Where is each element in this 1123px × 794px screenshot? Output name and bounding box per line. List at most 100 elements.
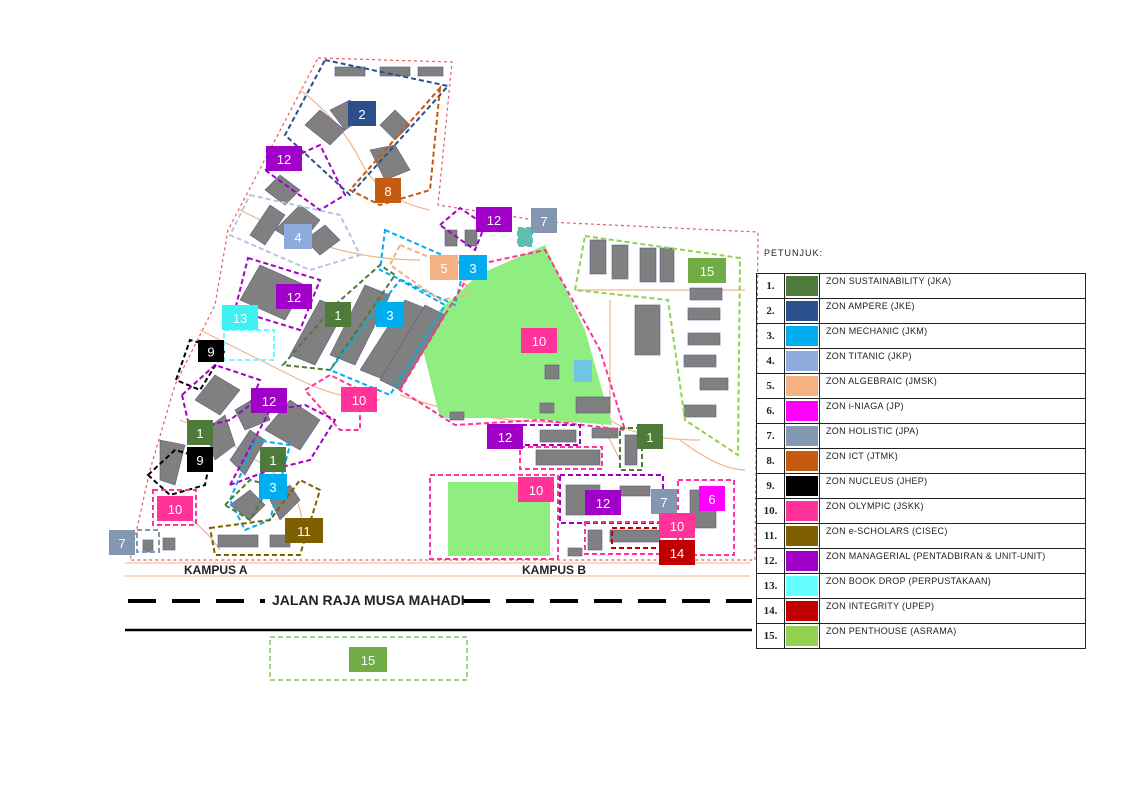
legend-number: 4. (756, 348, 785, 374)
legend-row: 2.ZON AMPERE (JKE) (756, 298, 1086, 324)
zone-marker-label: 15 (361, 653, 375, 668)
zone-marker-2: 2 (348, 101, 376, 126)
legend-row: 13. ZON BOOK DROP (PERPUSTAKAAN) (756, 573, 1086, 599)
zone-marker-box (375, 178, 401, 203)
legend-swatch (784, 373, 820, 399)
zone-marker-10: 10 (518, 477, 554, 502)
legend-zone-name: ZON OLYMPIC (JSKK) (819, 498, 1086, 524)
zone-marker-label: 12 (498, 430, 512, 445)
zone-marker-label: 3 (269, 480, 276, 495)
legend-zone-name: ZON ALGEBRAIC (JMSK) (819, 373, 1086, 399)
legend-zone-name: ZON BOOK DROP (PERPUSTAKAAN) (819, 573, 1086, 599)
zone-marker-box (521, 328, 557, 353)
zone-marker-box (487, 424, 523, 449)
zone-marker-7: 7 (531, 208, 557, 233)
kampus-b-label: KAMPUS B (522, 563, 586, 577)
zone-marker-1: 1 (187, 420, 213, 445)
zone-marker-label: 5 (440, 261, 447, 276)
legend-number: 5. (756, 373, 785, 399)
zone-marker-box (659, 513, 695, 538)
zone-marker-box (688, 258, 726, 283)
zone-marker-label: 10 (532, 334, 546, 349)
zone-marker-11: 11 (285, 518, 323, 543)
zone-marker-box (585, 490, 621, 515)
zone-marker-label: 9 (196, 453, 203, 468)
legend-zone-name: ZON ICT (JTMK) (819, 448, 1086, 474)
zone-marker-12: 12 (251, 388, 287, 413)
legend-row: 15.ZON PENTHOUSE (ASRAMA) (756, 623, 1086, 649)
zone-marker-box (531, 208, 557, 233)
legend-number: 9. (756, 473, 785, 499)
legend-number: 8. (756, 448, 785, 474)
legend-table: 1.ZON SUSTAINABILITY (JKA)2.ZON AMPERE (… (756, 273, 1086, 649)
legend-number: 15. (756, 623, 785, 649)
zone-marker-box (659, 540, 695, 565)
zone-marker-box (187, 420, 213, 445)
legend-zone-name: ZON AMPERE (JKE) (819, 298, 1086, 324)
legend-swatch (784, 598, 820, 624)
zone-marker-5: 5 (430, 255, 458, 280)
zone-marker-box (349, 647, 387, 672)
legend-title: PETUNJUK: (764, 248, 824, 258)
legend-number: 11. (756, 523, 785, 549)
zone-marker-box (157, 496, 193, 521)
zone-marker-label: 1 (196, 426, 203, 441)
legend-zone-name: ZON TITANIC (JKP) (819, 348, 1086, 374)
zone-marker-box (251, 388, 287, 413)
zone-marker-box (459, 255, 487, 280)
legend-row: 4. ZON TITANIC (JKP) (756, 348, 1086, 374)
legend-number: 10. (756, 498, 785, 524)
zone-marker-label: 13 (233, 311, 247, 326)
zone-marker-box (341, 387, 377, 412)
legend-zone-name: ZON SUSTAINABILITY (JKA) (819, 273, 1086, 299)
legend-row: 12.ZON MANAGERIAL (PENTADBIRAN & UNIT-UN… (756, 548, 1086, 574)
legend-row: 1.ZON SUSTAINABILITY (JKA) (756, 273, 1086, 299)
legend-swatch (784, 523, 820, 549)
central-field (418, 245, 612, 425)
campus-boundary (129, 57, 759, 561)
zone-marker-3: 3 (259, 474, 287, 499)
zone-marker-12: 12 (266, 146, 302, 171)
zone-marker-box (187, 447, 213, 472)
legend-zone-name: ZON INTEGRITY (UPEP) (819, 598, 1086, 624)
legend-swatch (784, 273, 820, 299)
legend-swatch (784, 498, 820, 524)
zone-marker-box (651, 489, 677, 514)
legend-number: 7. (756, 423, 785, 449)
legend-swatch (784, 423, 820, 449)
legend-swatch (784, 348, 820, 374)
zone-marker-box (637, 424, 663, 449)
legend: PETUNJUK: 1.ZON SUSTAINABILITY (JKA)2.ZO… (756, 248, 1086, 649)
zone-marker-10: 10 (341, 387, 377, 412)
legend-zone-name: ZON i-NIAGA (JP) (819, 398, 1086, 424)
legend-row: 10. ZON OLYMPIC (JSKK) (756, 498, 1086, 524)
pool (574, 360, 592, 382)
legend-number: 13. (756, 573, 785, 599)
zone-marker-box (348, 101, 376, 126)
zone-marker-label: 7 (118, 536, 125, 551)
legend-swatch (784, 298, 820, 324)
legend-row: 8. ZON ICT (JTMK) (756, 448, 1086, 474)
zone-marker-10: 10 (157, 496, 193, 521)
zone-marker-label: 1 (269, 453, 276, 468)
zone-marker-label: 12 (287, 290, 301, 305)
zone-marker-15: 15 (688, 258, 726, 283)
legend-row: 11.ZON e-SCHOLARS (CISEC) (756, 523, 1086, 549)
zone-marker-label: 4 (294, 230, 301, 245)
zone-marker-box (276, 284, 312, 309)
zone-marker-label: 1 (334, 308, 341, 323)
zone-marker-4: 4 (284, 224, 312, 249)
zone-marker-box (285, 518, 323, 543)
legend-swatch (784, 548, 820, 574)
zone-marker-label: 10 (670, 519, 684, 534)
legend-row: 3.ZON MECHANIC (JKM) (756, 323, 1086, 349)
zone-marker-label: 3 (469, 261, 476, 276)
zone-marker-1: 1 (325, 302, 351, 327)
zone-marker-label: 3 (386, 308, 393, 323)
zone-marker-label: 9 (207, 345, 214, 360)
legend-swatch (784, 473, 820, 499)
legend-number: 14. (756, 598, 785, 624)
zone-marker-6: 6 (699, 486, 725, 511)
